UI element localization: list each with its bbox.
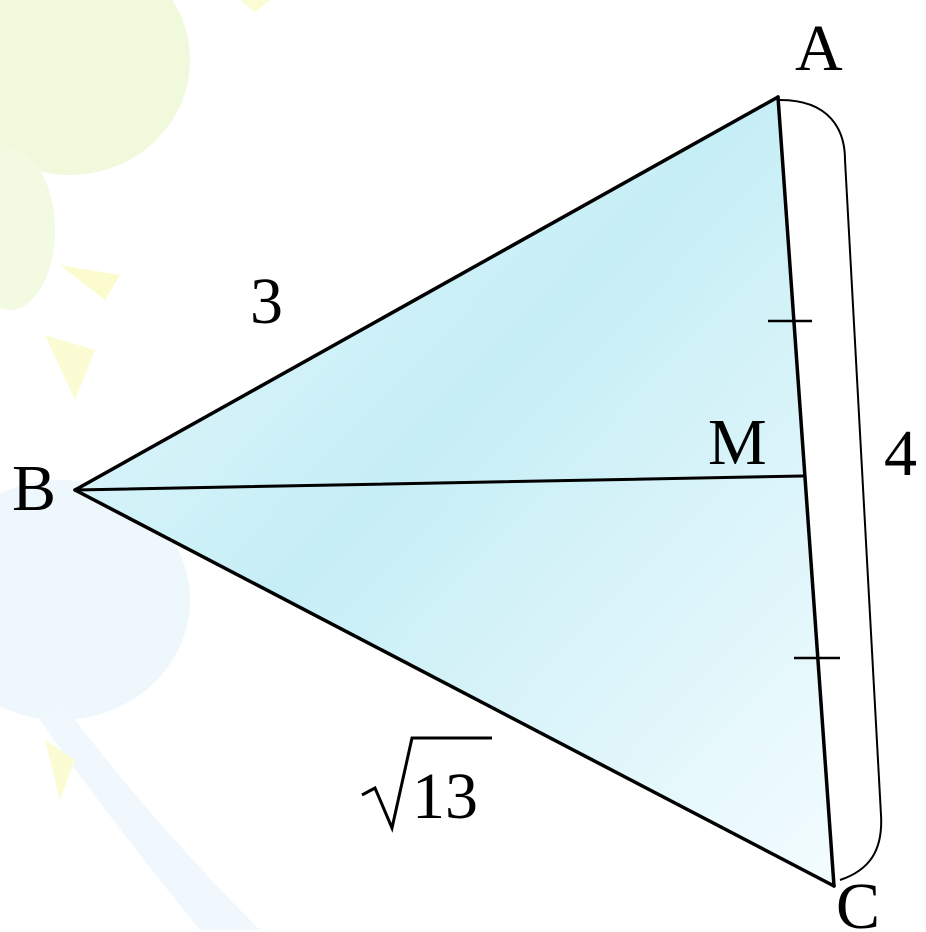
side-ab-length: 3 bbox=[250, 265, 283, 338]
yellow-ray-shape bbox=[240, 0, 270, 12]
side-bc-radicand: 13 bbox=[412, 760, 478, 833]
yellow-ray-shape bbox=[45, 740, 75, 800]
background-decoration bbox=[0, 0, 270, 930]
equal-tick-marks bbox=[768, 319, 840, 660]
yellow-ray-shape bbox=[45, 335, 95, 400]
vertex-a-label: A bbox=[795, 12, 843, 85]
triangle-fill bbox=[75, 97, 834, 886]
side-ac-brace bbox=[779, 99, 883, 881]
radical-sign bbox=[361, 736, 492, 833]
median-bm bbox=[73, 474, 805, 492]
vertex-b-label: B bbox=[12, 452, 56, 525]
side-ab bbox=[73, 95, 780, 492]
side-ac-length: 4 bbox=[884, 417, 917, 490]
blue-swirl-shape bbox=[40, 700, 260, 930]
side-bc-length: 13 bbox=[361, 736, 492, 833]
side-ac bbox=[776, 95, 836, 888]
yellow-ray-shape bbox=[60, 265, 120, 300]
vertex-c-label: C bbox=[836, 870, 880, 932]
point-m-label: M bbox=[708, 406, 767, 479]
side-bc bbox=[73, 488, 836, 888]
blue-balloon-shape bbox=[0, 480, 190, 720]
green-balloon-shape bbox=[0, 150, 55, 310]
green-balloon-shape bbox=[0, 0, 190, 175]
